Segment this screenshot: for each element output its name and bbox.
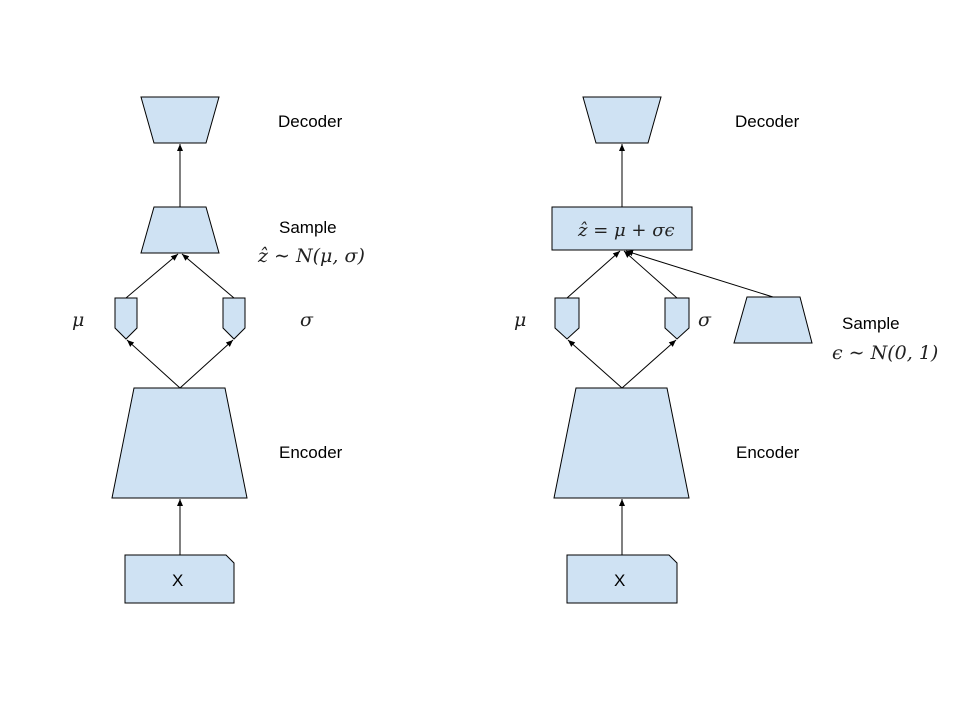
right-decoder-label: Decoder	[735, 112, 800, 131]
left-sample-label: Sample	[279, 218, 337, 237]
left-sample-shape	[140, 206, 220, 254]
right-sigma-label: σ	[698, 309, 712, 331]
left-arrow-mu-to-sample	[125, 253, 179, 299]
left-encoder-label: Encoder	[279, 443, 343, 462]
right-mu-shape	[554, 297, 580, 340]
right-input-shape	[566, 554, 678, 604]
right-arrow-sample-to-reparam	[625, 250, 774, 298]
left-input-label: X	[172, 571, 183, 590]
right-encoder-label: Encoder	[736, 443, 800, 462]
left-arrow-sigma-to-sample	[181, 253, 235, 299]
left-encoder-shape	[111, 387, 248, 499]
left-sigma-shape	[222, 297, 246, 340]
right-diagram: Decoder ẑ = μ + σϵ μ σ Sample ϵ ∼ N(0, 1…	[514, 96, 938, 604]
right-arrow-encoder-to-mu	[567, 339, 623, 389]
right-arrow-sigma-to-reparam	[623, 250, 678, 299]
left-mu-label: μ	[72, 309, 84, 331]
right-sample-label: Sample	[842, 314, 900, 333]
left-input-shape	[124, 554, 235, 604]
left-mu-shape	[114, 297, 138, 340]
left-sigma-label: σ	[300, 309, 314, 331]
right-mu-label: μ	[514, 309, 526, 331]
right-sample-shape	[733, 296, 813, 344]
right-sigma-shape	[664, 297, 690, 340]
left-arrow-encoder-to-mu	[126, 339, 181, 389]
left-decoder-shape	[140, 96, 220, 144]
right-encoder-shape	[553, 387, 690, 499]
right-input-label: X	[614, 571, 625, 590]
right-arrow-encoder-to-sigma	[621, 339, 677, 389]
left-decoder-label: Decoder	[278, 112, 343, 131]
left-sample-formula: ẑ ∼ N(μ, σ)	[257, 245, 365, 267]
right-sample-formula: ϵ ∼ N(0, 1)	[832, 342, 938, 364]
left-arrow-encoder-to-sigma	[179, 339, 234, 389]
right-reparam-formula: ẑ = μ + σϵ	[577, 220, 675, 241]
left-diagram: Decoder Sample ẑ ∼ N(μ, σ) μ σ Encoder X	[72, 96, 365, 604]
right-decoder-shape	[582, 96, 662, 144]
right-reparam-box	[551, 206, 693, 251]
right-arrow-mu-to-reparam	[566, 250, 621, 299]
